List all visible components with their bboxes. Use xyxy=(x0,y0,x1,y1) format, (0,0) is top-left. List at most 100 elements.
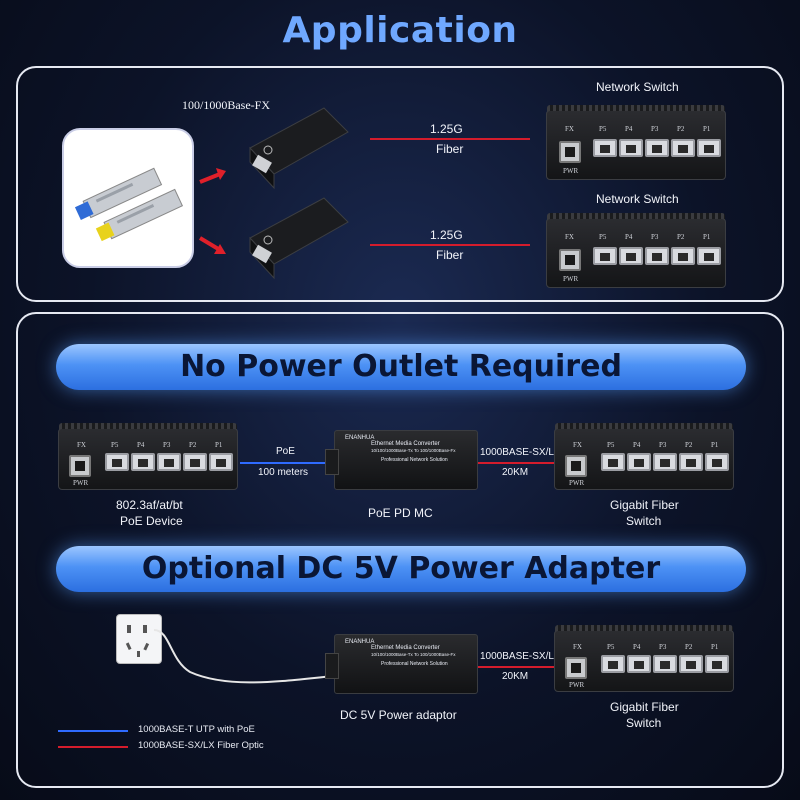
ethernet-port xyxy=(705,453,729,471)
converter-subtitle: 10/100/1000Base-Tx To 100/1000Base-Fx xyxy=(371,448,456,453)
port-label-p5: P5 xyxy=(599,125,607,133)
port-label-p5: P5 xyxy=(111,441,119,449)
sfp-modules-box xyxy=(62,128,194,268)
port-label-p2: P2 xyxy=(677,233,685,241)
converter-brand: ENANHUA xyxy=(345,435,375,441)
gigabit-switch-caption-3: Gigabit Fiber xyxy=(610,700,679,714)
banner-no-power: No Power Outlet Required xyxy=(56,344,746,390)
fx-label: FX xyxy=(77,441,86,449)
network-switch-2: FX P5 P4 P3 P2 P1 PWR xyxy=(546,213,726,288)
sfp-port xyxy=(559,141,581,163)
banner-optional-dc: Optional DC 5V Power Adapter xyxy=(56,546,746,592)
fx-label: FX xyxy=(573,441,582,449)
legend-utp-label: 1000BASE-T UTP with PoE xyxy=(138,724,255,735)
pwr-label: PWR xyxy=(569,479,585,487)
port-label-p2: P2 xyxy=(677,125,685,133)
ethernet-port xyxy=(671,139,695,157)
ethernet-port xyxy=(697,247,721,265)
ethernet-port xyxy=(627,453,651,471)
ethernet-port xyxy=(593,247,617,265)
page-title: Application xyxy=(282,10,518,51)
converter-ports xyxy=(325,653,339,679)
media-converter-2 xyxy=(244,186,354,282)
ethernet-port xyxy=(601,453,625,471)
fiber-link-3-label: 1000BASE-SX/LX xyxy=(480,447,561,458)
port-label-p1: P1 xyxy=(711,441,719,449)
port-label-p2: P2 xyxy=(685,441,693,449)
ethernet-port xyxy=(705,655,729,673)
ethernet-port xyxy=(209,453,233,471)
ethernet-port xyxy=(653,453,677,471)
outlet-icon xyxy=(125,625,150,657)
gigabit-fiber-switch-1: FX P5 P4 P3 P2 P1 PWR xyxy=(554,423,734,490)
port-label-p4: P4 xyxy=(625,125,633,133)
ethernet-port xyxy=(593,139,617,157)
sfp-port xyxy=(565,455,587,477)
link-speed-1: 1.25G xyxy=(430,122,463,136)
pwr-label: PWR xyxy=(73,479,89,487)
ethernet-port xyxy=(679,655,703,673)
legend-fiber-label: 1000BASE-SX/LX Fiber Optic xyxy=(138,740,264,751)
wall-outlet xyxy=(116,614,162,664)
ethernet-port xyxy=(627,655,651,673)
gigabit-switch-caption-4: Switch xyxy=(626,716,662,730)
pwr-label: PWR xyxy=(563,275,579,283)
power-cable xyxy=(153,629,335,684)
converter-title: Ethernet Media Converter xyxy=(371,441,440,447)
ethernet-port xyxy=(157,453,181,471)
converter-title: Ethernet Media Converter xyxy=(371,645,440,651)
fx-label: FX xyxy=(573,643,582,651)
port-label-p3: P3 xyxy=(659,441,667,449)
converter-ports xyxy=(325,449,339,475)
fiber-link-4-distance: 20KM xyxy=(502,671,529,682)
utp-link-label: PoE xyxy=(276,446,295,457)
gigabit-fiber-switch-2: FX P5 P4 P3 P2 P1 PWR xyxy=(554,625,734,692)
port-label-p1: P1 xyxy=(711,643,719,651)
sfp-modules-image xyxy=(74,167,184,242)
gigabit-switch-caption-1: Gigabit Fiber xyxy=(610,498,679,512)
dc-media-converter: ENANHUA Ethernet Media Converter 10/100/… xyxy=(325,634,478,694)
media-converter-1 xyxy=(244,96,354,192)
fiber-link-1 xyxy=(370,138,530,140)
ethernet-port xyxy=(131,453,155,471)
port-label-p2: P2 xyxy=(189,441,197,449)
arrow-icon-1 xyxy=(199,168,226,184)
converter-subtitle: 10/100/1000Base-Tx To 100/1000Base-Fx xyxy=(371,652,456,657)
port-label-p1: P1 xyxy=(215,441,223,449)
port-label-p4: P4 xyxy=(633,441,641,449)
utp-link-distance: 100 meters xyxy=(258,467,309,478)
converter-tag: Professional Network Solution xyxy=(381,661,448,667)
converter-brand: ENANHUA xyxy=(345,639,375,645)
poe-device-switch: FX P5 P4 P3 P2 P1 PWR xyxy=(58,423,238,490)
port-label-p3: P3 xyxy=(659,643,667,651)
fx-label: FX xyxy=(565,233,574,241)
ethernet-port xyxy=(679,453,703,471)
network-switch-1: FX P5 P4 P3 P2 P1 PWR xyxy=(546,105,726,180)
poe-device-caption-1: 802.3af/at/bt xyxy=(116,498,183,512)
sfp-port xyxy=(69,455,91,477)
link-speed-2: 1.25G xyxy=(430,228,463,242)
switch-label-2: Network Switch xyxy=(596,192,679,206)
port-label-p5: P5 xyxy=(607,643,615,651)
ethernet-port xyxy=(697,139,721,157)
gigabit-switch-caption-2: Switch xyxy=(626,514,662,528)
fiber-link-4-label: 1000BASE-SX/LX xyxy=(480,651,561,662)
fiber-link-4 xyxy=(478,666,554,668)
ethernet-port xyxy=(653,655,677,673)
fiber-link-2 xyxy=(370,244,530,246)
port-label-p3: P3 xyxy=(163,441,171,449)
fx-label: FX xyxy=(565,125,574,133)
port-label-p1: P1 xyxy=(703,125,711,133)
port-label-p3: P3 xyxy=(651,125,659,133)
ethernet-port xyxy=(671,247,695,265)
poe-pd-mc-caption: PoE PD MC xyxy=(368,506,433,520)
converter-label: 100/1000Base-FX xyxy=(182,98,270,112)
port-label-p2: P2 xyxy=(685,643,693,651)
pwr-label: PWR xyxy=(569,681,585,689)
port-label-p4: P4 xyxy=(625,233,633,241)
link-type-1: Fiber xyxy=(436,142,464,156)
fiber-link-3-distance: 20KM xyxy=(502,467,529,478)
port-label-p5: P5 xyxy=(607,441,615,449)
converter-tag: Professional Network Solution xyxy=(381,457,448,463)
pwr-label: PWR xyxy=(563,167,579,175)
